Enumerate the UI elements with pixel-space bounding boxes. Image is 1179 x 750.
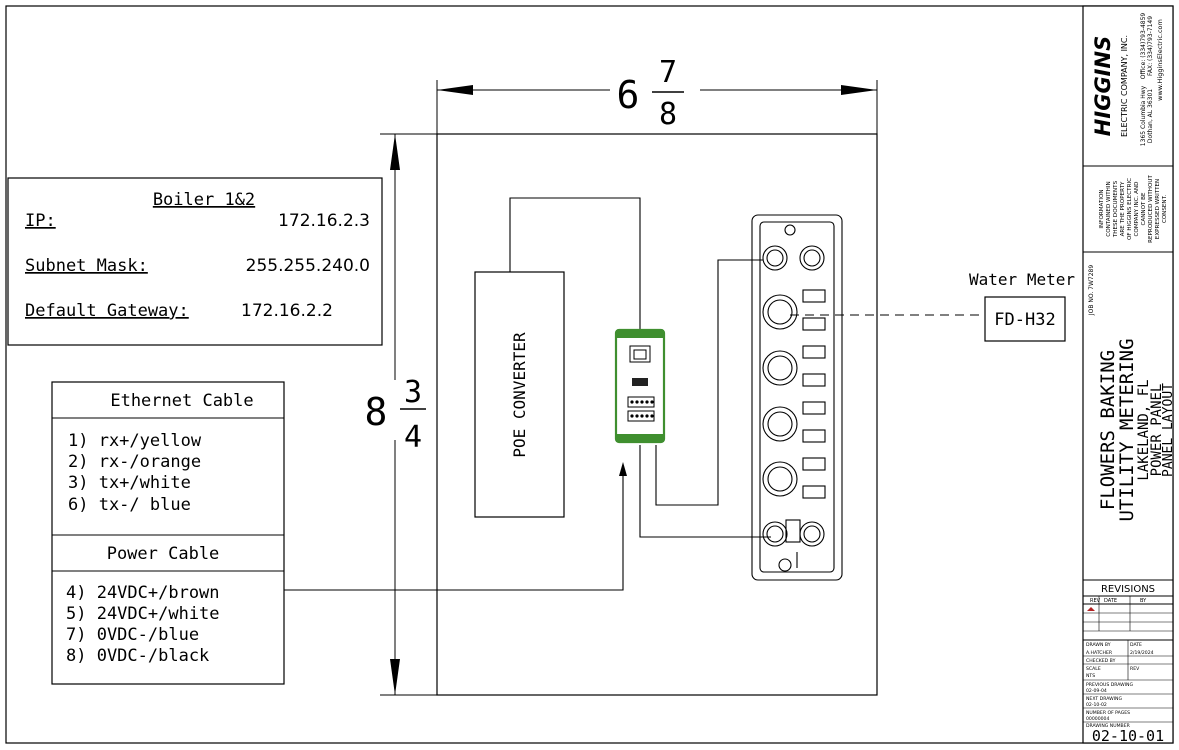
height-denominator: 4 [404,420,422,455]
power-line-2: 5) 24VDC+/white [66,604,220,624]
subnet-label: Subnet Mask: [25,256,148,276]
ethernet-line-1: 1) rx+/yellow [68,431,202,451]
ethernet-line-4: 6) tx-/ blue [68,495,191,515]
panel-outline [436,133,878,696]
drawn-by-label: DRAWN BY [1086,642,1111,648]
gateway-value: 172.16.2.2 [241,301,333,321]
company-fax: FAX: (334)793-7149 [1147,16,1154,76]
network-title: Boiler 1&2 [153,190,255,210]
notice-line: CANNOT BE [1141,192,1147,226]
network-settings-box: Boiler 1&2 IP: 172.16.2.3 Subnet Mask: 2… [7,177,383,346]
notice-line: ARE THE PROPERTY [1120,181,1126,236]
notice-line: CONSENT. [1162,195,1168,224]
project-line-1: FLOWERS BAKING [1097,350,1119,510]
water-meter-device: FD-H32 [994,310,1055,330]
width-whole: 6 [617,73,640,117]
width-dimension: 6 7 8 [436,55,878,134]
rev-header-by: BY [1140,598,1147,604]
drawn-by-value: A.HATCHER [1086,650,1113,656]
notice-line: COMPANY INC. AND [1134,182,1140,237]
ip-value: 172.16.2.3 [278,211,370,231]
revisions-title: REVISIONS [1101,584,1155,595]
subnet-value: 255.255.240.0 [246,256,370,276]
date-value: 2/19/2024 [1130,650,1154,656]
ip-label: IP: [25,211,56,231]
next-drawing-label: NEXT DRAWING [1086,696,1122,702]
ethernet-title: Ethernet Cable [110,391,253,411]
power-line-3: 7) 0VDC-/blue [66,625,199,645]
notice-line: THESE DOCUMENTS [1113,180,1119,238]
water-meter: Water Meter FD-H32 [790,270,1075,342]
scale-label: SCALE [1086,666,1101,672]
notice-line: OF HIGGINS ELECTRIC [1127,178,1133,240]
project-line-2: UTILITY METERING [1116,338,1138,521]
checked-by-label: CHECKED BY [1086,658,1116,664]
company-address-2: Dothan, AL 36301 [1147,89,1154,143]
project-line-5: PANEL LAYOUT [1161,383,1176,477]
gateway-label: Default Gateway: [25,301,189,321]
ethernet-line-3: 3) tx+/white [68,473,191,493]
rev-header-date: DATE [1104,598,1117,604]
power-arrow [619,462,627,476]
date-label: DATE [1130,642,1142,648]
height-numerator: 3 [404,375,422,410]
title-block: HIGGINS ELECTRIC COMPANY, INC. 1365 Colu… [1082,5,1176,745]
height-whole: 8 [365,390,388,434]
drawing-number: 02-10-01 [1092,727,1164,745]
notice-line: CONTAINED WITHIN [1106,181,1112,236]
drawing-number-label: DRAWING NUMBER [1086,723,1131,729]
poe-converter: POE CONVERTER [474,271,565,518]
water-meter-label: Water Meter [969,270,1075,289]
company-phone: Office: (334)793-4859 [1140,13,1147,80]
height-dimension: 8 3 4 [365,133,437,696]
scale-value: NTS [1086,673,1095,679]
power-line-4: 8) 0VDC-/black [66,646,209,666]
rev-header-rev: REV [1090,598,1101,604]
company-website: www.HigginsElectric.com [1156,19,1164,101]
power-title: Power Cable [107,544,220,564]
notice-line: REPRODUCED WITHOUT [1148,175,1154,243]
notice-line: EXPRESSED WRITTEN [1155,179,1161,239]
wiring [284,197,771,591]
rev-label: REV [1130,666,1140,672]
company-logo: HIGGINS [1091,36,1115,136]
power-line-1: 4) 24VDC+/brown [66,583,220,603]
project-line-3: LAKELAND, FL [1136,379,1152,480]
company-subtitle: ELECTRIC COMPANY, INC. [1120,35,1129,137]
width-denominator: 8 [659,97,677,132]
cable-legend-box: Ethernet Cable 1) rx+/yellow 2) rx-/oran… [51,381,285,685]
company-address-1: 1365 Columbia Hwy [1140,85,1147,146]
io-block-module [751,214,843,581]
width-numerator: 7 [659,55,677,90]
previous-drawing-value: 02-09-04 [1086,688,1107,694]
notice-line: INFORMATION [1099,189,1105,228]
previous-drawing-label: PREVIOUS DRAWING [1086,682,1133,688]
pages-label: NUMBER OF PAGES [1086,710,1130,716]
job-number: JOB NO. 7W7289 [1088,265,1095,317]
pages-value: 00000004 [1086,716,1109,722]
ethernet-line-2: 2) rx-/orange [68,452,201,472]
revision-triangle-icon [1087,607,1095,611]
next-drawing-value: 02-10-02 [1086,702,1107,708]
ethernet-switch-module [614,328,666,444]
project-line-4: POWER PANEL [1149,384,1165,477]
poe-converter-label: POE CONVERTER [510,332,529,458]
ownership-notice: INFORMATION CONTAINED WITHIN THESE DOCUM… [1099,175,1168,243]
